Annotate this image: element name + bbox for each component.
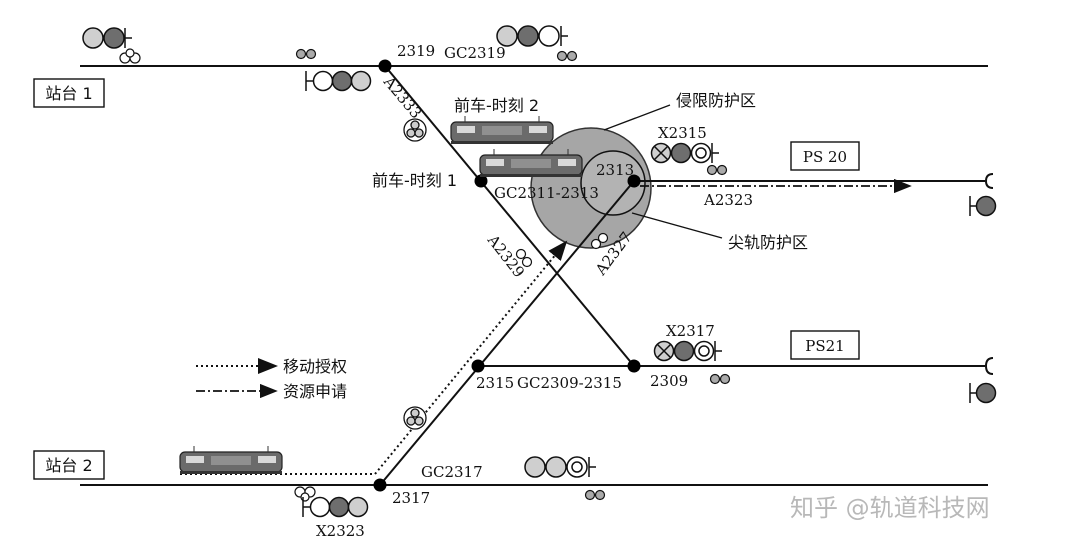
platform-box-ps21 bbox=[790, 330, 860, 360]
station-box-platform1 bbox=[33, 78, 105, 108]
train-icon-platform2 bbox=[179, 446, 283, 474]
legend-label-movement-authority: 移动授权 bbox=[283, 357, 347, 376]
track-circuit-icon bbox=[590, 232, 609, 250]
switch-label-2313: 2313 bbox=[596, 161, 634, 179]
switch-label-2317: 2317 bbox=[392, 489, 430, 507]
route-indicator-icon bbox=[403, 118, 427, 142]
zone-label-intrusion: 侵限防护区 bbox=[676, 91, 756, 110]
signal-icon bbox=[302, 496, 369, 518]
legend-label-resource-request: 资源申请 bbox=[283, 382, 347, 401]
signal-icon bbox=[969, 382, 997, 404]
train-label-front-t2: 前车-时刻 2 bbox=[454, 96, 539, 115]
station-box-platform2 bbox=[33, 450, 105, 480]
route-indicator-icon bbox=[403, 406, 427, 430]
switch-node-2317 bbox=[373, 478, 387, 492]
route-label-a2333: A2333 bbox=[379, 72, 425, 122]
section-label-gc2319: GC2319 bbox=[444, 44, 506, 62]
platform-box-ps20 bbox=[790, 141, 860, 171]
buffer-stop-icon bbox=[984, 357, 994, 375]
section-label-gc2309-2315: GC2309-2315 bbox=[517, 374, 622, 392]
signal-icon bbox=[650, 142, 719, 164]
movement-authority-path bbox=[180, 240, 568, 475]
buffer-stop-icon bbox=[984, 173, 994, 189]
switch-label-2315: 2315 bbox=[476, 374, 514, 392]
signal-icon bbox=[496, 25, 568, 47]
switch-point-zone-circle bbox=[580, 150, 646, 216]
section-label-gc2311-2313: GC2311-2313 bbox=[494, 184, 599, 202]
train-icon-front-t1 bbox=[479, 149, 583, 177]
switch-node-junction bbox=[474, 174, 488, 188]
route-label-a2323: A2323 bbox=[703, 191, 753, 209]
train-icon-front-t2 bbox=[450, 116, 554, 144]
zone-label-switch-point: 尖轨防护区 bbox=[728, 233, 808, 252]
tracks bbox=[80, 65, 988, 486]
leader-line-switch-point bbox=[631, 212, 723, 239]
signal-label-x2315: X2315 bbox=[658, 124, 707, 142]
signal-label-x2323: X2323 bbox=[316, 522, 365, 540]
switch-node-2309 bbox=[627, 359, 641, 373]
platform-label-ps20: PS 20 bbox=[803, 148, 847, 166]
track-circuit-icon bbox=[584, 489, 606, 501]
station-label-platform2: 站台 2 bbox=[45, 456, 92, 475]
signal-label-x2317: X2317 bbox=[666, 322, 715, 340]
legend: 移动授权 资源申请 bbox=[196, 357, 347, 401]
track-branch-2317-2313 bbox=[379, 180, 635, 486]
track-circuit-icon bbox=[515, 248, 533, 268]
track-circuit-icon bbox=[119, 48, 141, 64]
track-branch-2319-2309 bbox=[384, 65, 635, 367]
switch-label-2309: 2309 bbox=[650, 372, 688, 390]
switch-node-2319 bbox=[378, 59, 392, 73]
signal-icon bbox=[524, 456, 596, 478]
signal-icon bbox=[305, 70, 372, 92]
track-circuit-icon bbox=[709, 373, 731, 385]
switch-node-2313 bbox=[627, 174, 641, 188]
track-circuit-icon bbox=[295, 48, 317, 60]
leader-line-intrusion bbox=[603, 104, 671, 131]
track-circuit-icon bbox=[706, 164, 728, 176]
signal-icon bbox=[82, 27, 132, 49]
watermark: 知乎 @轨道科技网 bbox=[790, 494, 990, 522]
signal-icon bbox=[653, 340, 722, 362]
switch-node-2315 bbox=[471, 359, 485, 373]
train-label-front-t1: 前车-时刻 1 bbox=[372, 171, 457, 190]
signal-icon bbox=[969, 195, 997, 217]
track-circuit-icon bbox=[294, 486, 316, 502]
section-label-gc2317: GC2317 bbox=[421, 463, 483, 481]
switch-nodes bbox=[373, 59, 641, 492]
switch-label-2319: 2319 bbox=[397, 42, 435, 60]
buffer-stops bbox=[984, 173, 994, 375]
platform-label-ps21: PS21 bbox=[805, 337, 844, 355]
track-circuit-icon bbox=[556, 50, 578, 62]
station-label-platform1: 站台 1 bbox=[45, 84, 92, 103]
